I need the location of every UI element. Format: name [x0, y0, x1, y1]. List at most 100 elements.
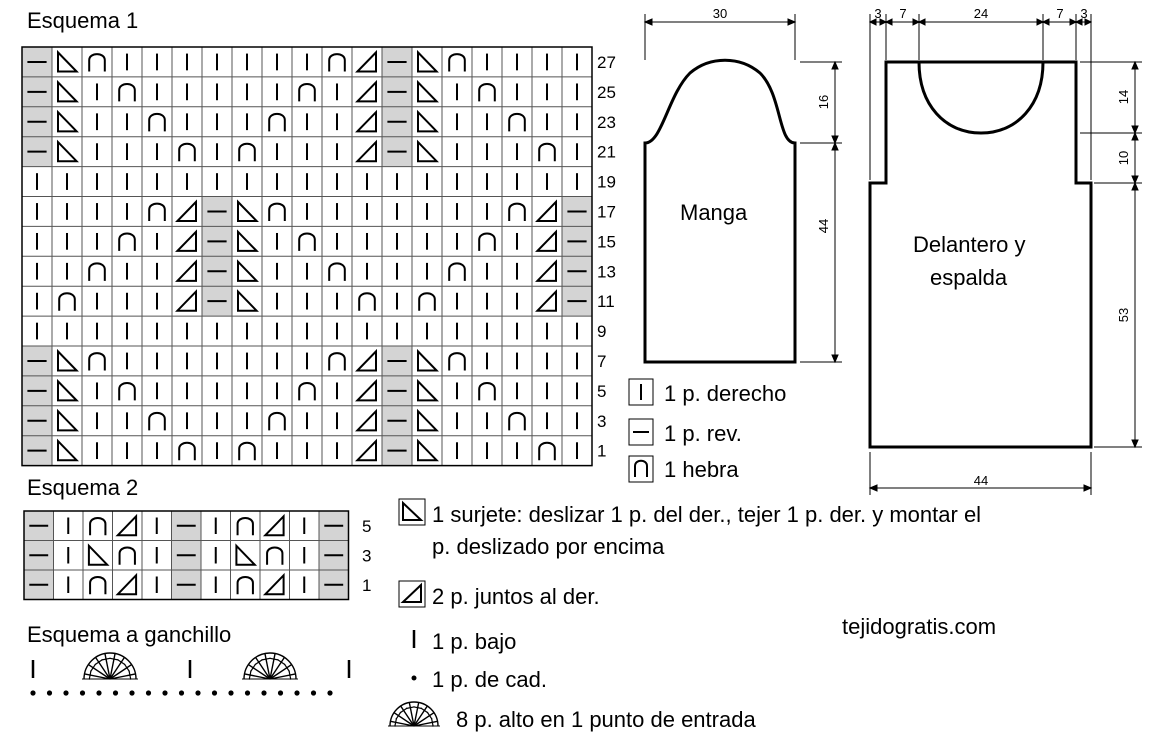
skp-symbol — [417, 139, 439, 163]
k2tog-symbol — [355, 139, 377, 163]
skp-symbol — [237, 289, 259, 312]
manga-label: Manga — [680, 200, 748, 225]
k2tog-symbol — [115, 513, 138, 537]
skp-symbol — [57, 438, 79, 462]
skp-symbol — [237, 199, 259, 223]
k2tog-symbol — [535, 229, 557, 252]
chain-dot — [112, 690, 119, 696]
k2tog-symbol — [262, 513, 285, 537]
chart-row-number: 23 — [597, 113, 616, 132]
sleeve-body-dim: 44 — [816, 219, 831, 233]
top-dim-3: 24 — [974, 6, 988, 21]
skp-symbol — [235, 543, 258, 566]
yarn-over-symbol — [88, 352, 106, 371]
chart-row-number: 17 — [597, 202, 616, 221]
yarn-over-symbol — [538, 142, 556, 162]
chain-dot — [211, 690, 218, 696]
yarn-over-symbol — [89, 576, 107, 595]
legend-skp-line2: p. deslizado por encima — [432, 534, 665, 559]
skp-symbol — [87, 543, 110, 566]
skp-symbol — [417, 79, 439, 103]
skp-symbol — [57, 79, 79, 103]
skp-symbol — [57, 378, 79, 402]
yarn-over-symbol — [478, 83, 496, 102]
yarn-over-symbol — [238, 142, 256, 162]
k2tog-symbol — [262, 572, 285, 596]
legend-purl: 1 p. rev. — [664, 421, 742, 446]
yarn-over-symbol — [88, 262, 106, 281]
legend-skp-line1: 1 surjete: deslizar 1 p. del der., tejer… — [432, 502, 982, 527]
yarn-over-symbol — [238, 441, 256, 461]
skp-symbol — [57, 408, 79, 432]
k2tog-symbol — [355, 348, 377, 372]
shell-stitch — [242, 652, 298, 680]
yarn-over-symbol — [448, 53, 466, 72]
shell-stitch — [82, 652, 138, 680]
chain-dot — [79, 690, 86, 696]
chain-dot — [261, 690, 267, 696]
yarn-over-symbol — [418, 292, 436, 311]
yarn-over-symbol — [508, 202, 526, 222]
skp-symbol — [417, 49, 439, 73]
yarn-over-symbol — [148, 112, 166, 132]
chain-dot — [162, 690, 168, 696]
chain-dot — [129, 690, 135, 696]
top-dim-1: 3 — [874, 6, 881, 21]
delantero-label-line2: espalda — [930, 265, 1008, 290]
chain-dot — [277, 690, 284, 696]
front-back-schematic — [868, 60, 1093, 449]
skp-symbol — [57, 49, 79, 73]
front-back-dimension-lines — [868, 14, 1142, 495]
k2tog-symbol — [175, 259, 197, 282]
k2tog-symbol — [355, 109, 377, 133]
k2tog-symbol — [175, 229, 197, 252]
armhole-dim: 10 — [1116, 151, 1131, 165]
skp-symbol — [57, 139, 79, 163]
sleeve-dimension-lines — [643, 14, 842, 364]
legend-sc: 1 p. bajo — [432, 629, 517, 654]
yarn-over-symbol — [266, 546, 284, 565]
yarn-over-symbol — [298, 83, 316, 102]
skp-symbol — [57, 348, 79, 372]
yarn-over-symbol — [268, 411, 286, 431]
skp-symbol — [417, 378, 439, 402]
yarn-over-symbol — [328, 352, 346, 371]
k2tog-symbol — [175, 199, 197, 223]
esquema-1-title: Esquema 1 — [27, 8, 139, 33]
neck-depth-dim: 14 — [1116, 90, 1131, 104]
yarn-over-symbol — [448, 352, 466, 371]
chart-border — [21, 46, 593, 467]
esquema-2-title: Esquema 2 — [27, 475, 139, 500]
chart-row-number: 7 — [597, 352, 606, 371]
chart-row-number: 9 — [597, 322, 606, 341]
yarn-over-symbol — [118, 546, 136, 565]
yarn-over-symbol — [508, 112, 526, 132]
neckline — [917, 61, 1045, 135]
chain-dot — [195, 690, 201, 696]
chain-dot — [310, 690, 317, 696]
yarn-over-symbol — [118, 382, 136, 401]
chart-row-number: 15 — [597, 232, 616, 251]
k2tog-symbol — [355, 378, 377, 402]
yarn-over-symbol — [478, 232, 496, 251]
chart-row-number: 1 — [597, 442, 606, 461]
shell-stitch-icon — [388, 701, 440, 727]
k2tog-symbol — [355, 49, 377, 73]
yarn-over-symbol — [178, 142, 196, 162]
chart-row-number: 5 — [597, 382, 606, 401]
k2tog-symbol — [175, 289, 197, 312]
chart-row-number: 3 — [362, 546, 371, 565]
yarn-over-symbol — [148, 202, 166, 222]
chart-row-number: 11 — [597, 292, 615, 311]
chart-border — [23, 510, 350, 601]
k2tog-symbol — [535, 289, 557, 312]
chart-row-number: 3 — [597, 412, 606, 431]
chain-dot — [178, 690, 185, 696]
k2tog-symbol — [355, 79, 377, 103]
chain-dot — [46, 690, 53, 696]
crochet-chart — [30, 652, 351, 696]
legend-ch: 1 p. de cad. — [432, 667, 547, 692]
legend-shell: 8 p. alto en 1 punto de entrada — [456, 707, 756, 732]
